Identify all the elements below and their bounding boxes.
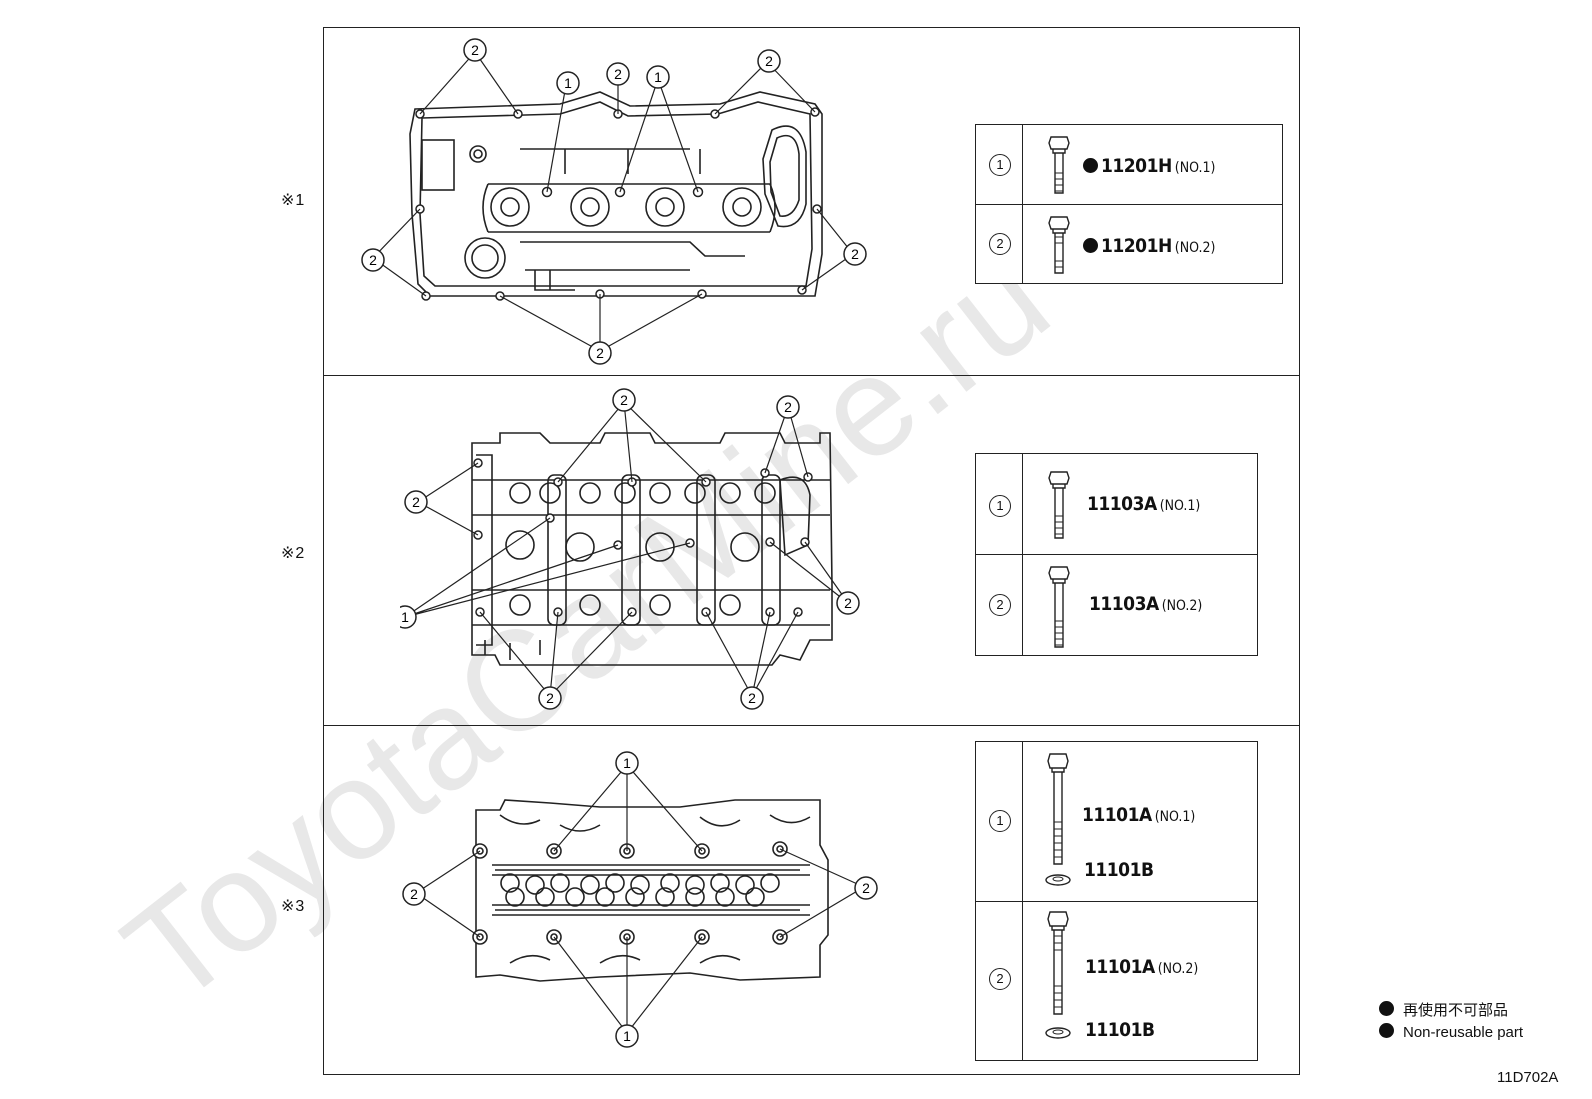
callout-2: 2 bbox=[463, 38, 487, 62]
callout-2: 2 bbox=[404, 490, 428, 514]
svg-text:2: 2 bbox=[471, 42, 479, 58]
flange-bolt-icon bbox=[1048, 216, 1070, 274]
svg-text:2: 2 bbox=[620, 392, 628, 408]
flange-bolt-icon bbox=[1048, 136, 1070, 194]
svg-text:1: 1 bbox=[654, 69, 662, 85]
cylinder-head-cover-drawing: 2 1 2 1 2 2 2 2 bbox=[361, 38, 867, 365]
svg-text:2: 2 bbox=[369, 252, 377, 268]
part-number: 11101A(NO.2) bbox=[1085, 956, 1199, 978]
callout-1: 1 bbox=[646, 65, 670, 89]
callout-2: 2 bbox=[612, 388, 636, 412]
head-bolt-with-washer-icon bbox=[1045, 753, 1071, 886]
callouts-section-1: 2 1 2 1 2 2 2 2 bbox=[361, 38, 867, 365]
figure-id: 11D702A bbox=[1497, 1069, 1559, 1086]
part-number: 11201H(NO.2) bbox=[1083, 235, 1215, 257]
section-1-marker: ※1 bbox=[281, 192, 306, 209]
callout-2: 2 bbox=[361, 248, 385, 272]
callout-1: 1 bbox=[556, 71, 580, 95]
part-number: 11103A(NO.1) bbox=[1087, 493, 1201, 515]
non-reusable-dot-icon bbox=[1083, 238, 1098, 253]
svg-text:1: 1 bbox=[623, 1028, 631, 1044]
flange-bolt-icon bbox=[1048, 566, 1070, 648]
legend-japanese: 再使用不可部品 bbox=[1379, 999, 1508, 1020]
svg-text:1: 1 bbox=[401, 609, 409, 625]
parts-row: 2 11103A(NO.2) bbox=[976, 555, 1257, 657]
row-index-circle: 1 bbox=[989, 810, 1011, 832]
row-index-circle: 2 bbox=[989, 594, 1011, 616]
parts-row: 1 11103A(NO.1) bbox=[976, 454, 1257, 555]
callout-2: 2 bbox=[854, 876, 878, 900]
svg-text:2: 2 bbox=[748, 690, 756, 706]
camshaft-housing-drawing: 2 2 2 2 1 2 2 bbox=[400, 388, 860, 710]
section-2-marker: ※2 bbox=[281, 545, 306, 562]
section-2-frame bbox=[323, 376, 1300, 726]
svg-text:1: 1 bbox=[564, 75, 572, 91]
parts-row: 2 11201H(NO.2) bbox=[976, 205, 1282, 285]
part-number: 11103A(NO.2) bbox=[1089, 593, 1203, 615]
section-1-frame bbox=[323, 27, 1300, 376]
callout-1: 1 bbox=[615, 751, 639, 775]
part-number: 11201H(NO.1) bbox=[1083, 155, 1215, 177]
row-index-circle: 1 bbox=[989, 495, 1011, 517]
svg-text:2: 2 bbox=[862, 880, 870, 896]
callouts-section-2: 2 2 2 2 1 2 2 bbox=[400, 388, 860, 710]
flange-bolt-icon bbox=[1048, 471, 1070, 539]
svg-text:2: 2 bbox=[784, 399, 792, 415]
callout-1: 1 bbox=[615, 1024, 639, 1048]
row-index-circle: 2 bbox=[989, 233, 1011, 255]
callout-2: 2 bbox=[843, 242, 867, 266]
svg-text:2: 2 bbox=[410, 886, 418, 902]
svg-text:2: 2 bbox=[412, 494, 420, 510]
svg-text:2: 2 bbox=[844, 595, 852, 611]
washer-part-number: 11101B bbox=[1085, 1019, 1155, 1041]
callout-2: 2 bbox=[588, 341, 612, 365]
legend-english: Non-reusable part bbox=[1379, 1023, 1523, 1041]
callout-2: 2 bbox=[606, 62, 630, 86]
callout-2: 2 bbox=[776, 395, 800, 419]
head-bolt-with-washer-icon bbox=[1045, 911, 1071, 1039]
figure-frame bbox=[323, 27, 1300, 1075]
callout-2: 2 bbox=[538, 686, 562, 710]
svg-text:1: 1 bbox=[623, 755, 631, 771]
callout-2: 2 bbox=[836, 591, 860, 615]
row-index-circle: 1 bbox=[989, 154, 1011, 176]
cylinder-head-drawing: 1 2 2 1 bbox=[402, 751, 878, 1048]
parts-row: 1 11201H(NO.1) bbox=[976, 125, 1282, 205]
svg-text:2: 2 bbox=[851, 246, 859, 262]
parts-row: 2 11101A(NO.2) 11101B bbox=[976, 902, 1257, 1062]
parts-table-section-3: 1 11101A(NO.1) 11101B 2 11101A(NO.2) 111… bbox=[975, 741, 1258, 1061]
non-reusable-dot-icon bbox=[1379, 1023, 1394, 1038]
callout-2: 2 bbox=[740, 686, 764, 710]
svg-text:2: 2 bbox=[765, 53, 773, 69]
non-reusable-dot-icon bbox=[1083, 158, 1098, 173]
parts-table-section-2: 1 11103A(NO.1) 2 11103A(NO.2) bbox=[975, 453, 1258, 656]
svg-text:2: 2 bbox=[546, 690, 554, 706]
callout-2: 2 bbox=[402, 882, 426, 906]
row-index-circle: 2 bbox=[989, 968, 1011, 990]
callouts-section-3: 1 2 2 1 bbox=[402, 751, 878, 1048]
parts-row: 1 11101A(NO.1) 11101B bbox=[976, 742, 1257, 902]
part-number: 11101A(NO.1) bbox=[1082, 804, 1196, 826]
non-reusable-dot-icon bbox=[1379, 1001, 1394, 1016]
parts-table-section-1: 1 11201H(NO.1) 2 11201H(NO.2) bbox=[975, 124, 1283, 284]
svg-text:2: 2 bbox=[614, 66, 622, 82]
svg-text:2: 2 bbox=[596, 345, 604, 361]
washer-part-number: 11101B bbox=[1084, 859, 1154, 881]
callout-2: 2 bbox=[757, 49, 781, 73]
section-3-marker: ※3 bbox=[281, 898, 306, 915]
callout-1: 1 bbox=[400, 605, 417, 629]
